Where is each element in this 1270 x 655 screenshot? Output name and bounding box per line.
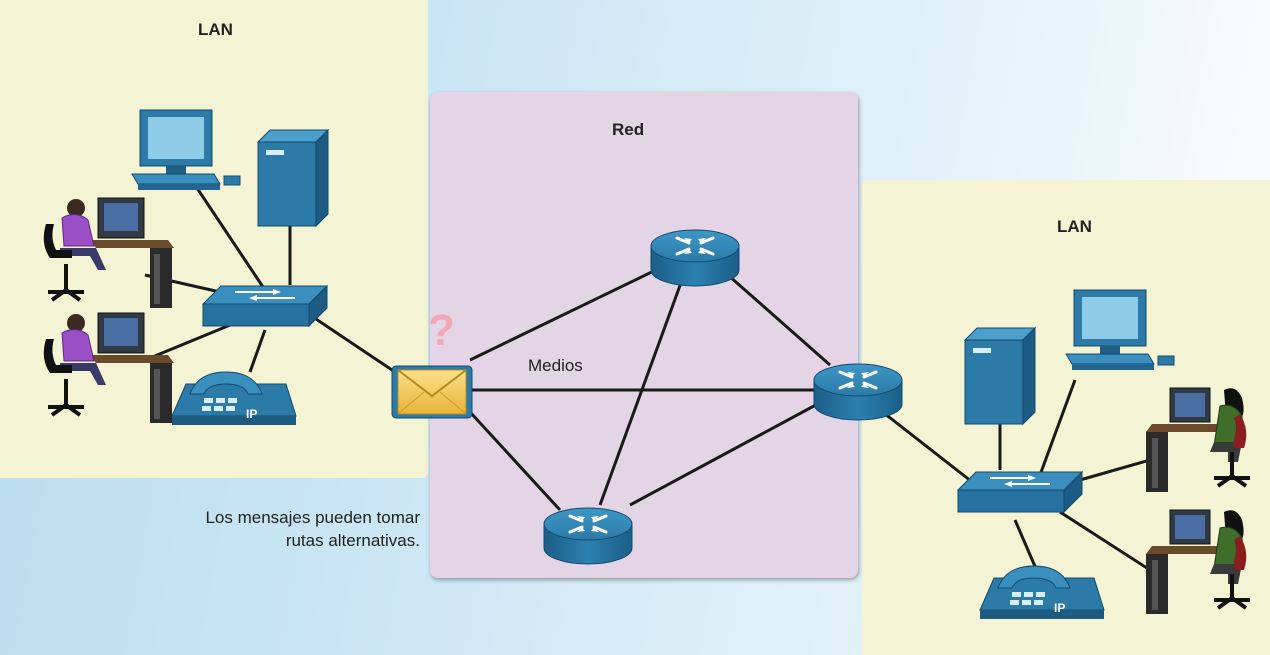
caption-line-1: Los mensajes pueden tomar [205,508,420,527]
link-envelope-router-top [469,266,661,362]
link-envelope-router-bottom [468,410,562,512]
switch-icon [957,471,1083,513]
workstation-user-icon [41,196,176,310]
server-icon [257,129,329,227]
envelope-icon [391,365,473,419]
link-worker3-switch [1079,458,1151,482]
link-switch-envelope [309,313,399,376]
workstation-user-icon [1144,508,1252,616]
router-icon [649,228,741,288]
link-pc2-switch [1038,379,1077,476]
link-router-top-bottom [598,279,684,506]
switch-icon [202,285,328,327]
router-icon [812,362,904,422]
network-label: Red [612,120,645,139]
connection-lines [144,184,1151,579]
caption-line-2: rutas alternativas. [285,531,420,550]
link-phone-switch [248,329,267,373]
caption: Los mensajes pueden tomar rutas alternat… [110,506,420,552]
lan-right-label: LAN [1057,217,1092,236]
desktop-pc-icon [131,109,241,191]
question-mark-icon: ? [428,306,455,355]
lan-left-label: LAN [198,20,233,39]
media-label: Medios [528,356,583,375]
ip-phone-icon [979,565,1105,620]
ip-phone-badge: IP [1054,601,1065,615]
ip-phone-icon [171,371,297,426]
workstation-user-icon [1144,386,1252,494]
link-router-switch-right [879,408,986,494]
link-worker2-switch [149,321,236,360]
server-icon [964,327,1036,425]
workstation-user-icon [41,311,176,425]
router-icon [542,506,634,566]
desktop-pc-icon [1065,289,1175,371]
link-router-top-right [719,266,831,367]
link-pc-switch [193,184,267,291]
ip-phone-badge: IP [246,407,257,421]
link-worker4-switch [1059,510,1151,572]
link-router-bottom-right [629,398,826,507]
